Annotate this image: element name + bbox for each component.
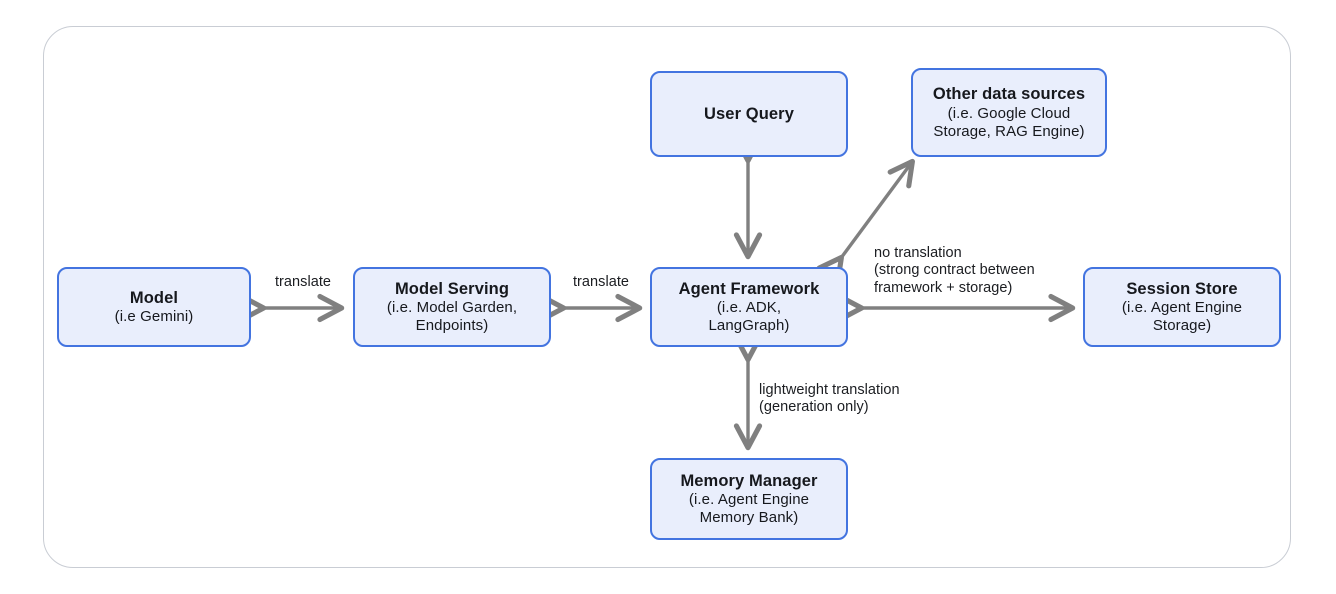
- node-model-serving-title: Model Serving: [394, 279, 510, 298]
- node-agent-framework-title: Agent Framework: [678, 279, 820, 298]
- edge-label-agent-framework-to-memory-manager: lightweight translation (generation only…: [759, 382, 900, 416]
- node-other-data-sources[interactable]: Other data sources (i.e. Google Cloud St…: [911, 68, 1107, 157]
- node-agent-framework-subtitle: (i.e. ADK, LangGraph): [708, 299, 790, 335]
- node-other-data-sources-title: Other data sources: [932, 85, 1086, 104]
- node-model-subtitle: (i.e Gemini): [114, 308, 194, 326]
- node-user-query-title: User Query: [704, 104, 794, 123]
- node-model-serving-subtitle: (i.e. Model Garden, Endpoints): [386, 299, 518, 335]
- node-model-serving[interactable]: Model Serving (i.e. Model Garden, Endpoi…: [353, 267, 551, 347]
- node-session-store-title: Session Store: [1126, 279, 1238, 298]
- node-memory-manager-subtitle: (i.e. Agent Engine Memory Bank): [688, 491, 810, 527]
- node-agent-framework[interactable]: Agent Framework (i.e. ADK, LangGraph): [650, 267, 848, 347]
- node-session-store-subtitle: (i.e. Agent Engine Storage): [1121, 299, 1243, 335]
- node-other-data-sources-subtitle: (i.e. Google Cloud Storage, RAG Engine): [933, 104, 1085, 140]
- node-memory-manager[interactable]: Memory Manager (i.e. Agent Engine Memory…: [650, 458, 848, 540]
- edge-label-model-serving-to-agent-framework: translate: [572, 274, 630, 290]
- node-model[interactable]: Model (i.e Gemini): [57, 267, 251, 347]
- node-memory-manager-title: Memory Manager: [680, 471, 818, 490]
- node-session-store[interactable]: Session Store (i.e. Agent Engine Storage…: [1083, 267, 1281, 347]
- edge-label-model-to-model-serving: translate: [274, 274, 332, 290]
- node-user-query[interactable]: User Query: [650, 71, 848, 157]
- node-model-title: Model: [129, 288, 179, 307]
- edge-label-agent-framework-to-session-store: no translation (strong contract between …: [874, 245, 1035, 296]
